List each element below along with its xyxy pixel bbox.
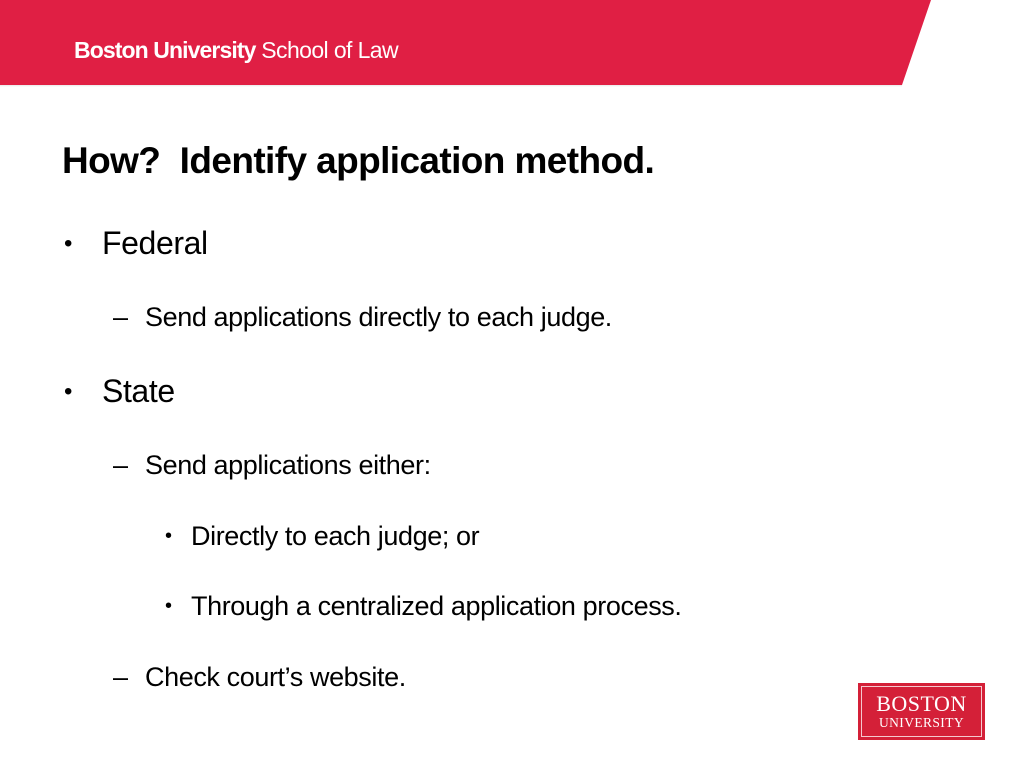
- bullet-dot-icon: •: [64, 378, 73, 405]
- sub-bullet-state-send: – Send applications either:: [113, 448, 431, 482]
- logo-frame: BOSTON UNIVERSITY: [861, 686, 982, 737]
- bullet-text: Directly to each judge; or: [191, 521, 480, 551]
- sub-bullet-federal-send: – Send applications directly to each jud…: [113, 300, 612, 334]
- bullet-text: State: [102, 373, 175, 409]
- header-banner-shadow: [0, 85, 902, 87]
- bullet-dot-icon: •: [165, 525, 172, 547]
- logo-line-boston: BOSTON: [876, 690, 967, 716]
- school-name: Boston University School of Law: [74, 36, 399, 64]
- boston-university-logo: BOSTON UNIVERSITY: [858, 683, 985, 740]
- dash-icon: –: [113, 450, 128, 480]
- slide-title: How? Identify application method.: [62, 140, 655, 181]
- school-name-university: Boston University: [74, 37, 256, 63]
- sub-sub-bullet-directly: • Directly to each judge; or: [162, 519, 480, 556]
- sub-sub-bullet-centralized: • Through a centralized application proc…: [162, 589, 682, 626]
- bullet-text: Check court’s website.: [145, 662, 406, 692]
- dash-icon: –: [113, 662, 128, 692]
- sub-bullet-check-website: – Check court’s website.: [113, 660, 406, 694]
- bullet-text: Send applications either:: [145, 450, 431, 480]
- logo-line-university: UNIVERSITY: [879, 714, 964, 730]
- bullet-text: Federal: [102, 225, 208, 261]
- bullet-dot-icon: •: [165, 595, 172, 617]
- bullet-state: • State: [62, 371, 175, 415]
- school-name-school: School of Law: [255, 37, 398, 63]
- bullet-text: Send applications directly to each judge…: [145, 302, 612, 332]
- dash-icon: –: [113, 302, 128, 332]
- bullet-dot-icon: •: [64, 230, 73, 257]
- bullet-federal: • Federal: [62, 223, 208, 267]
- bullet-text: Through a centralized application proces…: [191, 591, 682, 621]
- header-banner: [0, 0, 931, 85]
